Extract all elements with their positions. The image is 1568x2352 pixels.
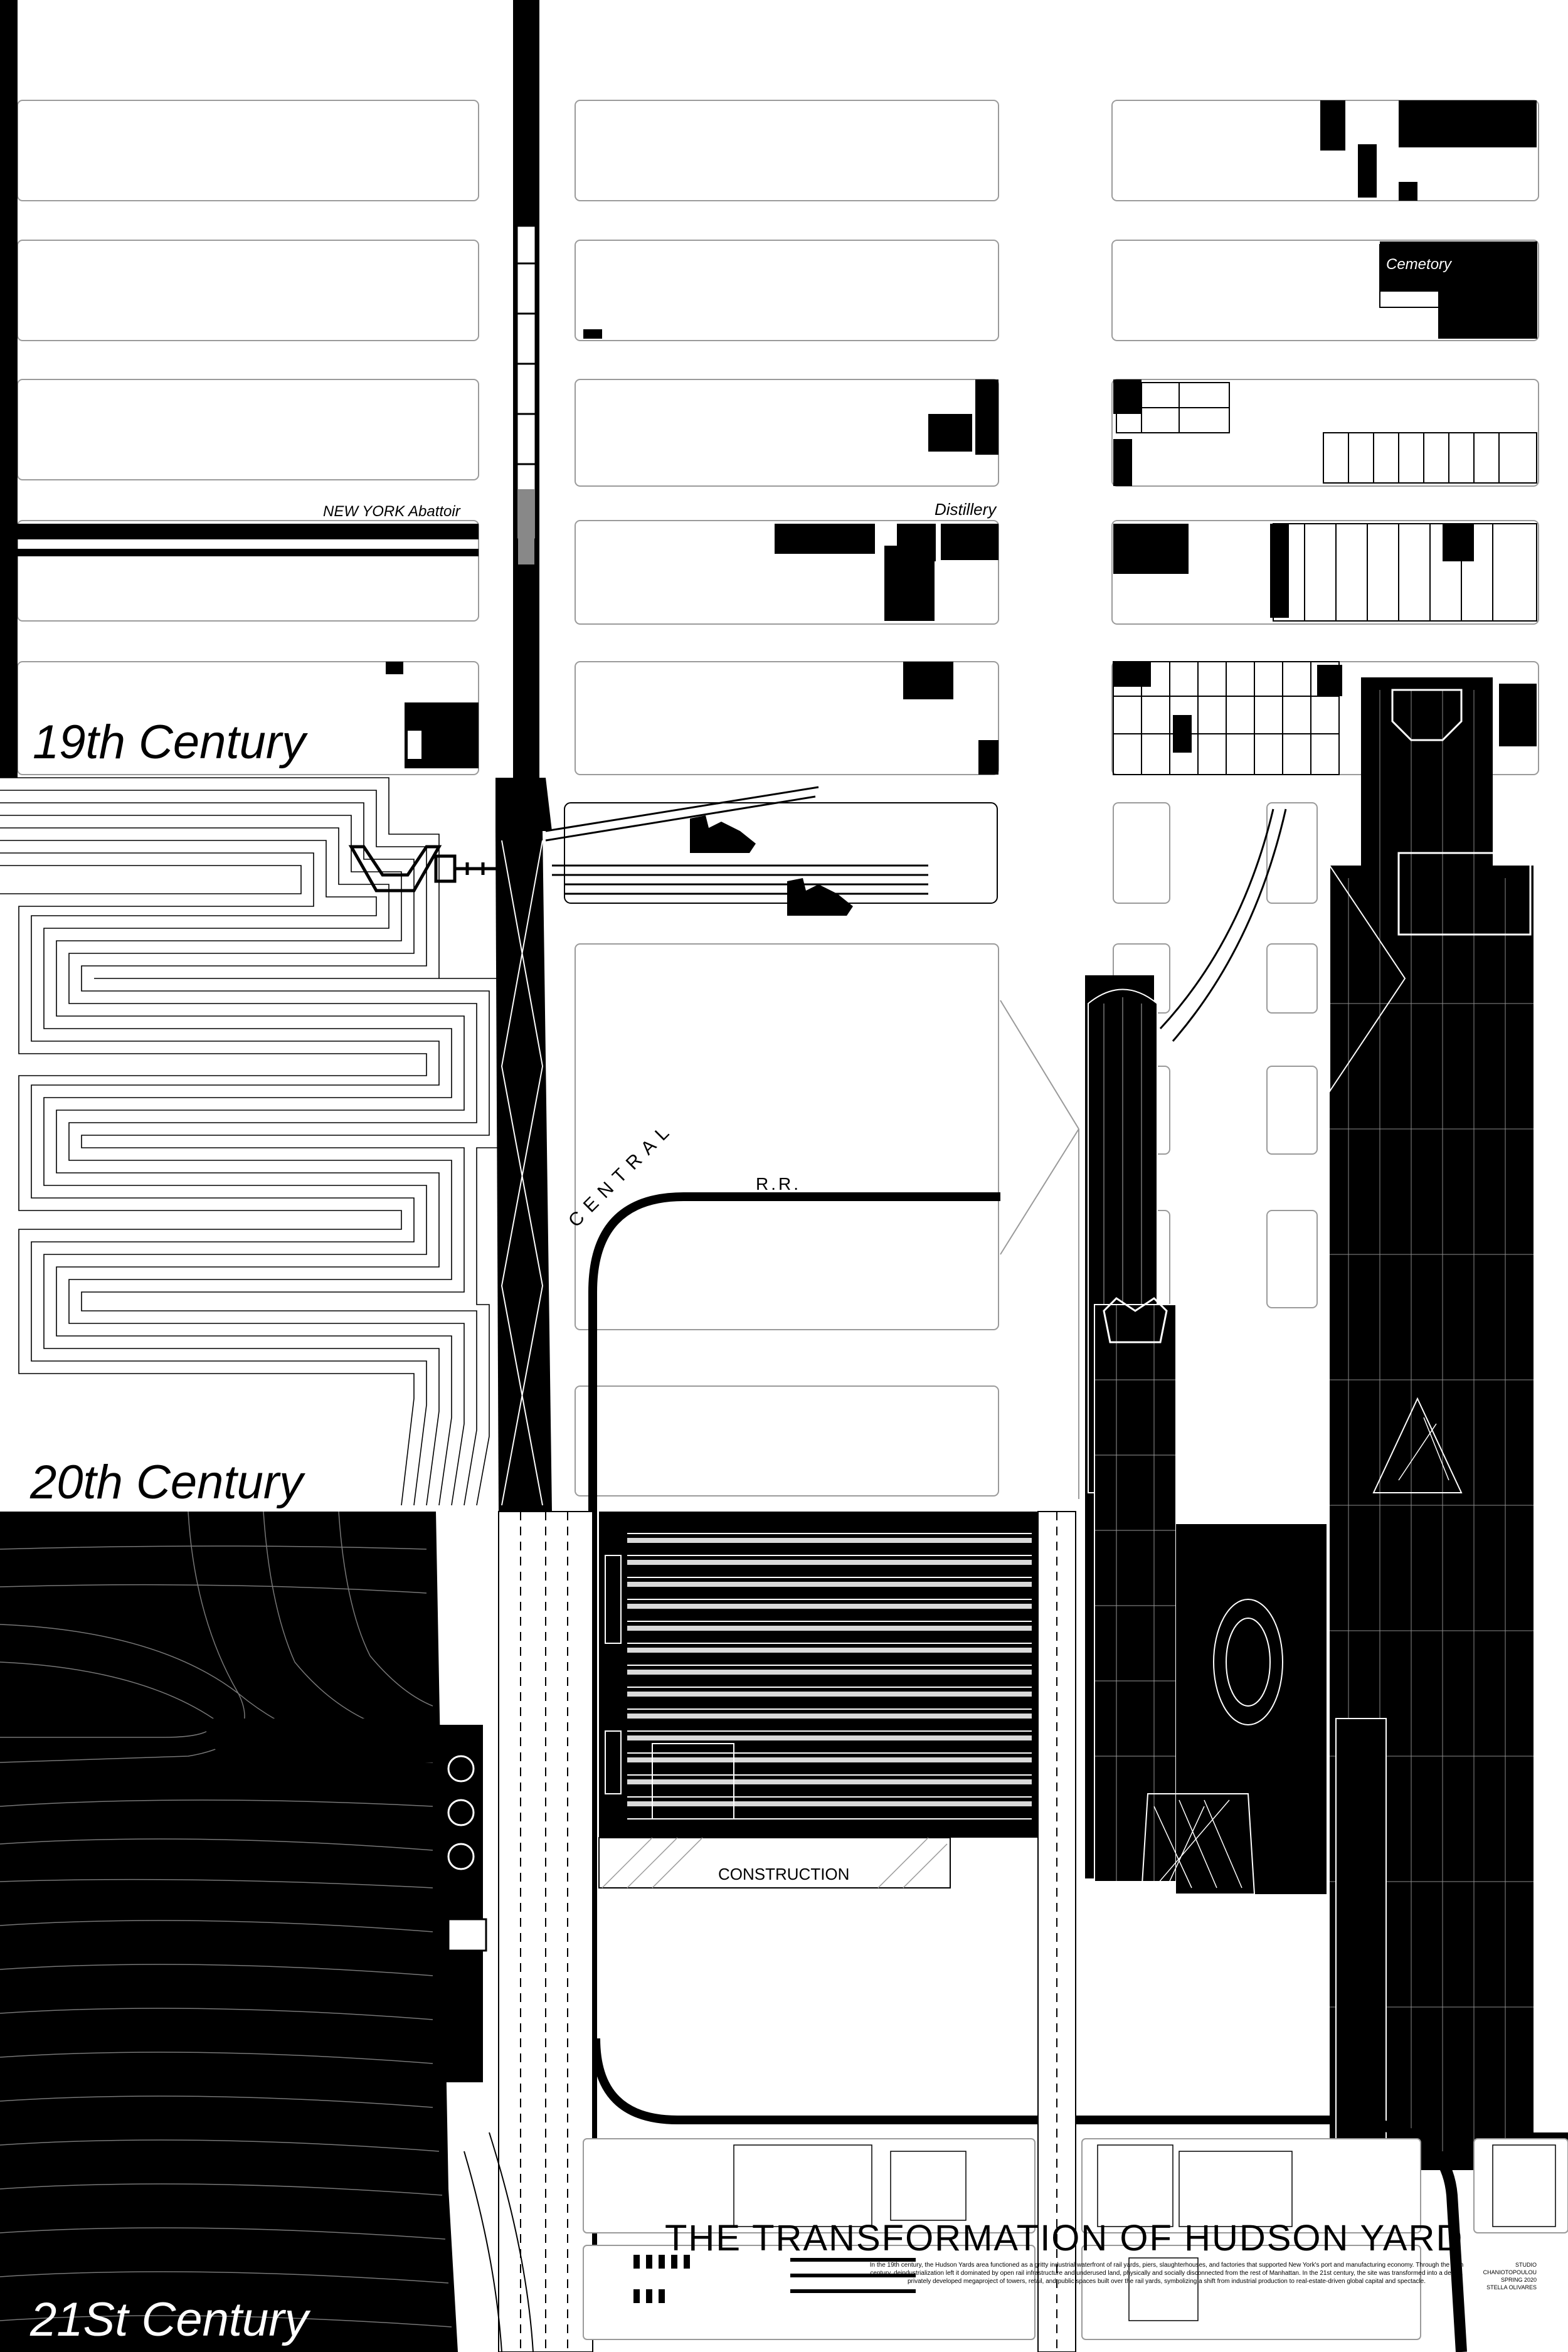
construction-label: CONSTRUCTION (718, 1865, 850, 1883)
era-label-21st: 21St Century (30, 2293, 309, 2346)
rail-cut (1000, 1000, 1079, 1499)
hudson-river-21c (0, 1511, 458, 2352)
building-footprints-21c (733, 2144, 1556, 2321)
abattoir-label: NEW YORK Abattoir (323, 503, 460, 520)
rail-bend (591, 2038, 1348, 2124)
rail-yard-tracks (545, 786, 998, 904)
elevated-rail-spine (513, 0, 539, 778)
parked-cars (633, 2255, 916, 2303)
parcel-grid (1113, 244, 1537, 775)
rail-yard-deck (599, 1512, 1038, 1838)
credit-term: SPRING 2020 (1500, 2277, 1537, 2283)
elevated-highway-20c (495, 778, 552, 1512)
eleventh-avenue (1037, 1511, 1076, 2352)
cemetery-label: Cemetory (1386, 256, 1452, 273)
poster-caption: In the 19th century, the Hudson Yards ar… (869, 2262, 1464, 2285)
credit-studio: STUDIO CHANIOTOPOULOU (1483, 2262, 1537, 2275)
construction-zone (598, 1837, 951, 1888)
locomotives (690, 815, 853, 916)
shoreline-19c (0, 0, 18, 778)
rr-label: R.R. (756, 1174, 801, 1194)
credit-author: STELLA OLIVARES (1486, 2284, 1537, 2291)
era-label-19th: 19th Century (33, 716, 306, 769)
hudson-yards-towers (1085, 677, 1568, 2176)
poster-credits: STUDIO CHANIOTOPOULOU SPRING 2020 STELLA… (1468, 2261, 1537, 2291)
pier-21c (439, 1725, 487, 2082)
ferry-terminal (348, 845, 502, 893)
harbor-contours (0, 777, 502, 1506)
distillery-label: Distillery (935, 500, 997, 519)
blocks-20c (575, 802, 1318, 1496)
west-side-highway (464, 1511, 593, 2352)
abattoir-building (18, 524, 479, 556)
rail-east (1348, 2117, 1467, 2352)
rail-spur (1159, 808, 1287, 1042)
central-railroad (588, 1192, 1000, 2252)
era-label-20th: 20th Century (30, 1456, 304, 1509)
poster-title: THE TRANSFORMATION OF HUDSON YARD (665, 2218, 1464, 2259)
